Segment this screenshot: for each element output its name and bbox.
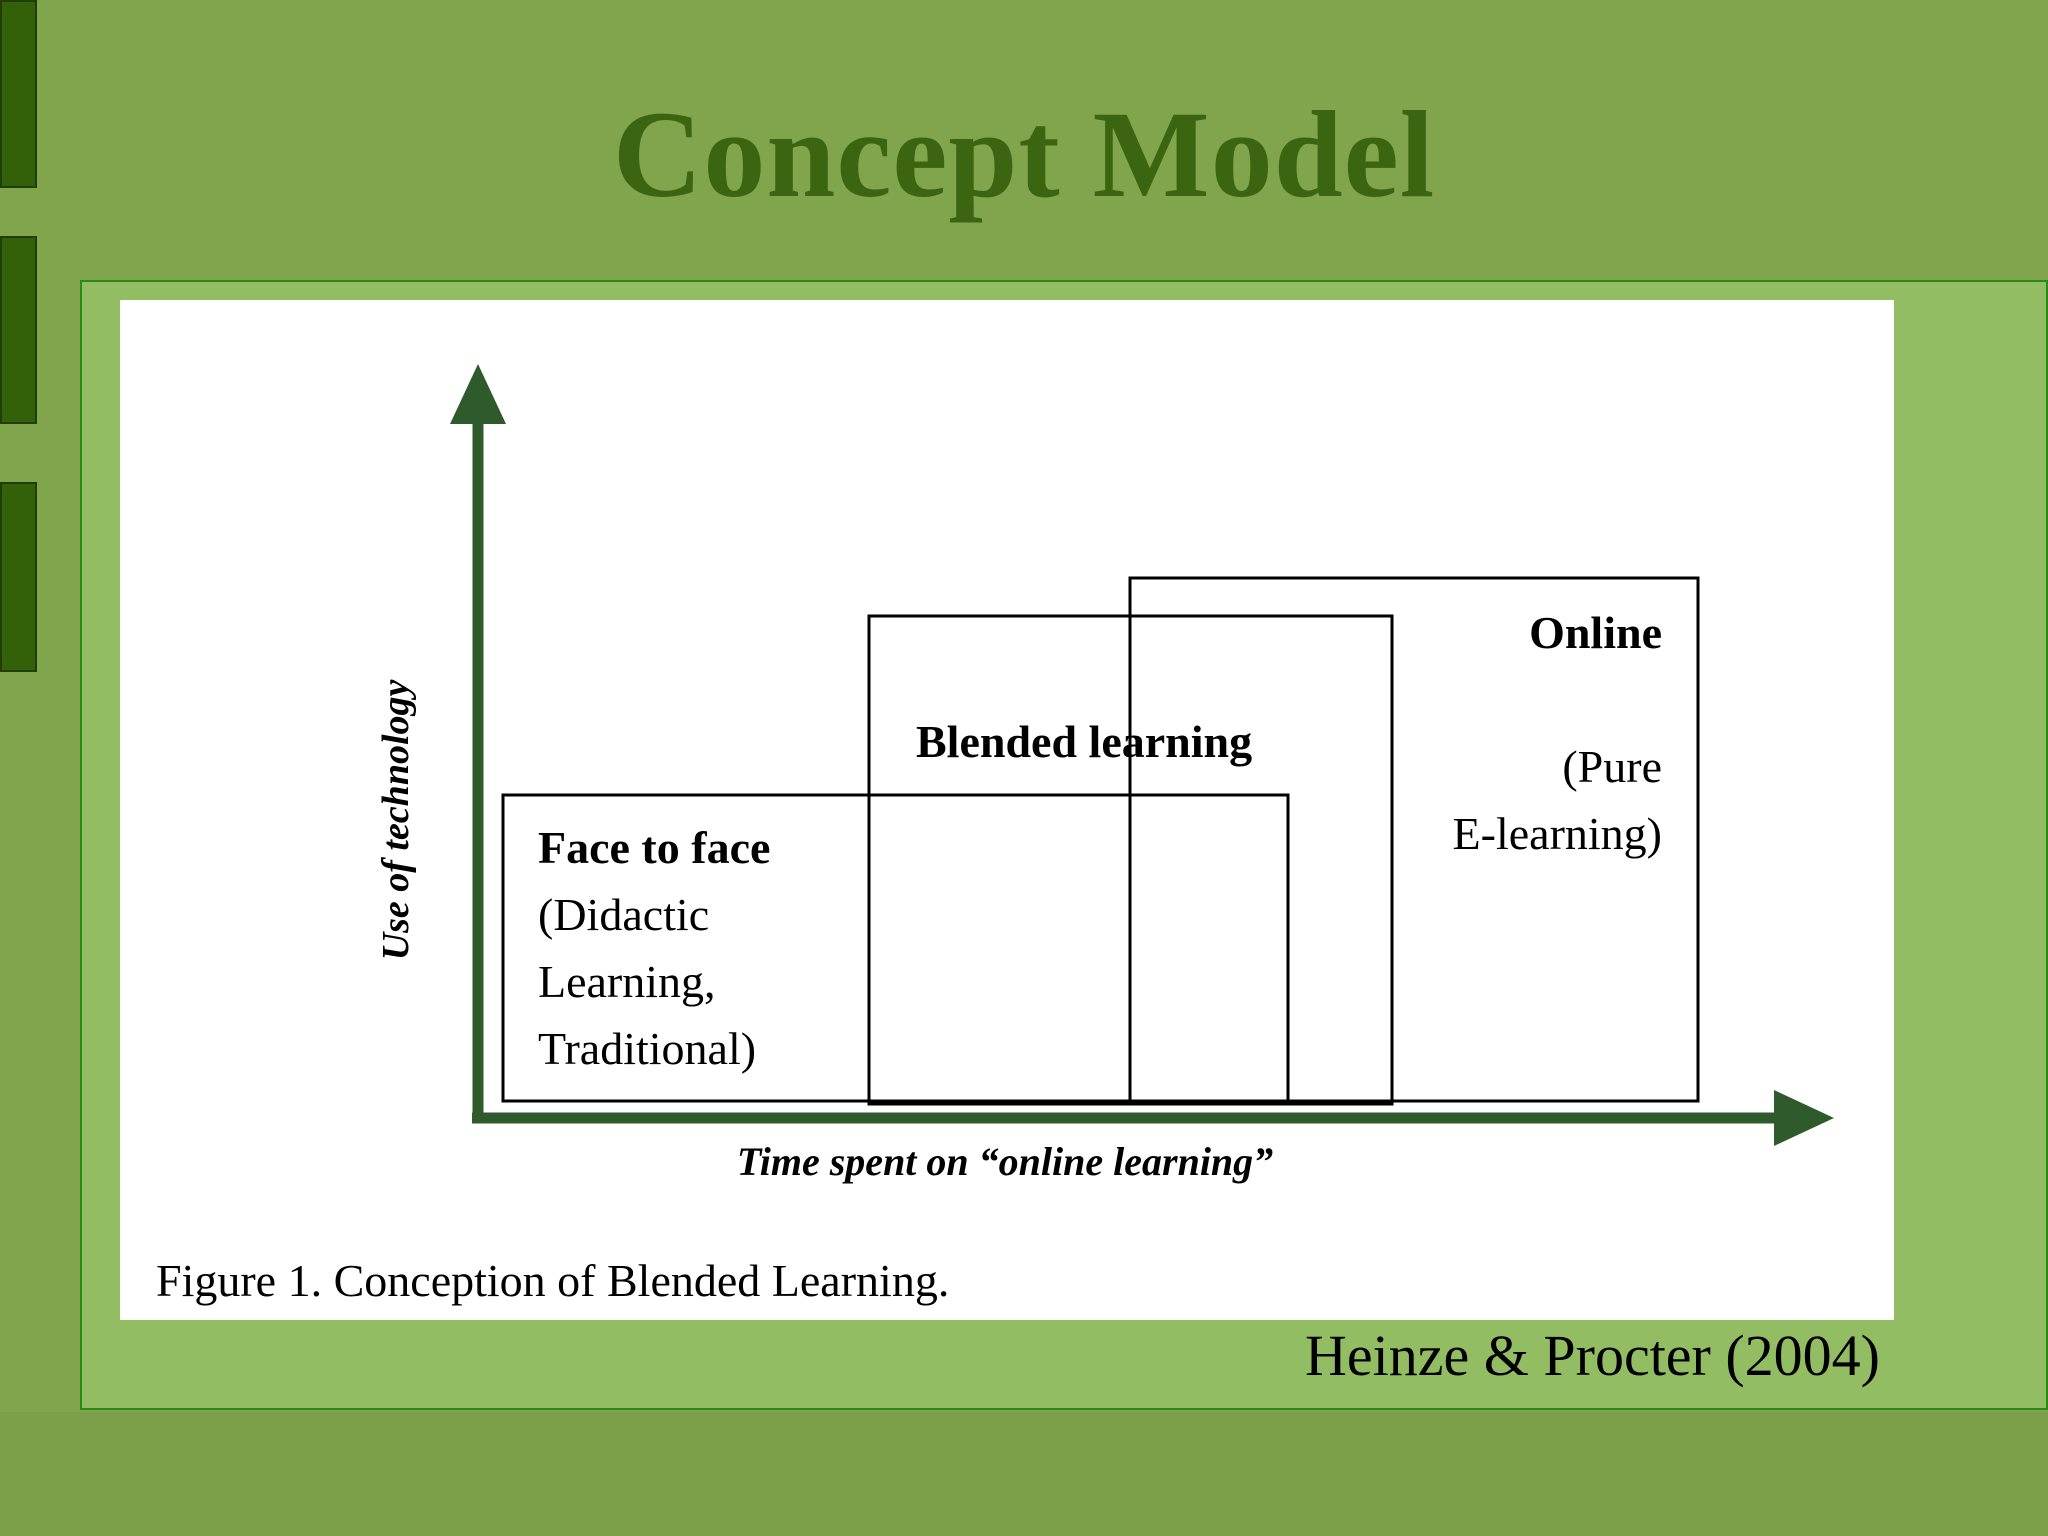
face-to-face-line: (Didactic bbox=[538, 889, 709, 940]
online-line: (Pure bbox=[1562, 741, 1662, 792]
side-tab-3 bbox=[0, 482, 37, 672]
x-axis-arrowhead bbox=[1774, 1090, 1834, 1146]
x-axis-label: Time spent on “online learning” bbox=[737, 1139, 1273, 1184]
y-axis-label: Use of technology bbox=[375, 680, 417, 961]
face-to-face-line: Traditional) bbox=[538, 1023, 756, 1074]
side-tab-2 bbox=[0, 236, 37, 424]
box-face-to-face bbox=[501, 793, 1290, 1103]
attribution-text: Heinze & Procter (2004) bbox=[1305, 1323, 1880, 1388]
blended-learning-diagram: Use of technology Time spent on “online … bbox=[156, 364, 1834, 1306]
online-title: Online bbox=[1529, 607, 1662, 658]
figure-panel: Use of technology Time spent on “online … bbox=[120, 300, 1894, 1320]
slide-title: Concept Model bbox=[612, 86, 1436, 223]
face-to-face-title: Face to face bbox=[538, 822, 770, 873]
figure-caption: Figure 1. Conception of Blended Learning… bbox=[156, 1255, 949, 1306]
side-tab-1 bbox=[0, 0, 37, 188]
blended-learning-title: Blended learning bbox=[916, 716, 1252, 767]
box-online bbox=[1128, 576, 1700, 1103]
face-to-face-line: Learning, bbox=[538, 956, 716, 1007]
online-line: E-learning) bbox=[1453, 808, 1662, 859]
y-axis-arrowhead bbox=[450, 364, 506, 424]
bottom-band bbox=[0, 1412, 2048, 1536]
